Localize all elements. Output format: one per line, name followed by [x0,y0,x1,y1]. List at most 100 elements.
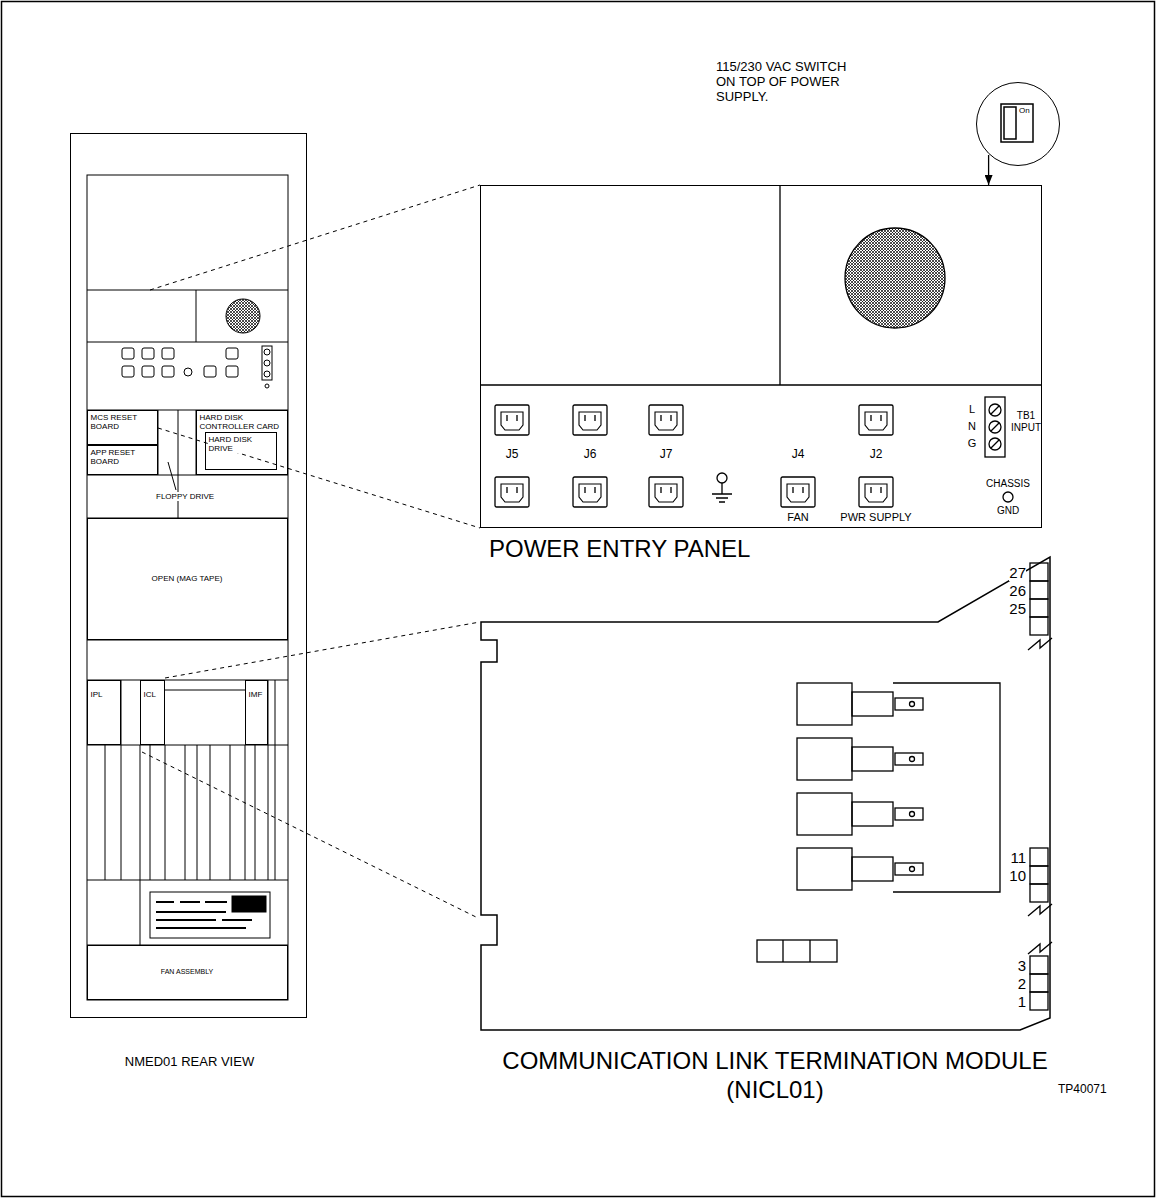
bnc-connector [797,848,923,890]
bnc-connector [797,793,852,835]
pin-number: 2 [1018,975,1026,992]
connector-label: FAN [787,511,808,523]
bnc-connector [852,692,893,716]
node-label: IPL [91,690,103,699]
connector-label: J6 [584,447,597,461]
power-panel-details [573,405,607,435]
switch-icon [1001,104,1033,142]
connector-label: J4 [792,447,805,461]
terminal-label: L [964,403,980,416]
bnc-connector [895,863,923,875]
power-panel-details [781,477,815,507]
rack-details [150,892,270,938]
edge-pins [1030,866,1048,884]
pin-number: 27 [995,564,1026,581]
bnc-connector [910,867,915,872]
drive-box: HARD DISK DRIVE [205,432,277,470]
power-panel-details [859,477,893,507]
figure-number: TP40071 [1058,1082,1107,1096]
heading-text: POWER ENTRY PANEL [489,535,1049,564]
bnc-connector [852,857,893,881]
ground-symbol [717,473,727,483]
bay-box: OPEN (MAG TAPE) [87,518,288,640]
edge-pins [1028,563,1052,1010]
edge-pins [1030,974,1048,992]
pin-number: 26 [1009,582,1026,599]
callout-circle: On [976,82,1060,166]
jumper-block [757,940,837,962]
power-panel-details [649,477,683,507]
terminal-block [985,397,1005,457]
pin-number: 11 [995,849,1026,866]
connector-label: J6 [572,448,608,462]
bnc-connector [910,702,915,707]
node-label: FAN ASSEMBLY [161,968,213,976]
card-box: HARD DISK CONTROLLER CARDHARD DISK DRIVE [196,410,288,475]
bnc-connector [910,757,915,762]
jumper-block [783,940,810,962]
rack-details [87,290,288,945]
bnc-connector [797,738,852,780]
edge-pins [1030,992,1048,1010]
projection-lines [142,752,478,918]
bnc-connector [852,802,893,826]
part-label: FLOPPY DRIVE [156,492,214,501]
terminal-label: N [968,420,976,432]
terminal-label: G [964,437,980,450]
part-label: FLOPPY DRIVE [156,492,226,501]
fan-box: FAN ASSEMBLY [87,945,288,1000]
power-entry-panel: POWER ENTRY PANEL [480,185,1042,528]
power-panel-details [495,405,529,435]
power-panel-details [845,228,945,328]
pin-number: 25 [1009,600,1026,617]
pin-number: 3 [1018,957,1026,974]
rack-details [105,745,275,880]
jumper-block [757,940,837,962]
switch-icon [1004,107,1016,139]
pin-number: 11 [1010,849,1026,866]
board-box: APP RESET BOARD [87,445,158,475]
node-label: HARD DISK CONTROLLER CARD [200,413,284,431]
power-panel-details [859,405,893,435]
edge-pins [1030,848,1048,866]
terminal-label: N [964,420,980,433]
switch-icon [1001,104,1033,142]
node-label: OPEN (MAG TAPE) [152,574,223,583]
node-label: IMF [249,690,263,699]
bnc-connector [797,848,852,890]
pin-number: 10 [995,867,1026,884]
rack-details [140,880,141,945]
rack-details [264,349,270,355]
rack-details [232,896,266,912]
connector-label: J5 [494,448,530,462]
terminal-label: L [969,403,975,415]
callout-arrow [988,155,989,185]
edge-pins [1030,599,1048,617]
rack-details [162,348,174,359]
rack-details [184,368,192,376]
connector-label: PWR SUPPLY [840,511,911,523]
connector-bracket [893,683,1000,892]
bnc-connector [797,738,923,780]
projection-lines [150,185,480,290]
terminal-block [985,397,1005,457]
note-text: 115/230 VAC SWITCH ON TOP OF POWER SUPPL… [716,60,861,105]
terminal-label: TB1 INPUT [1011,410,1041,433]
bnc-connector [895,753,923,765]
edge-pins [1030,956,1048,974]
pin-number: 1 [1018,993,1026,1010]
rack-details [87,175,288,1000]
pin-number: 10 [1009,867,1026,884]
pin-number: 1 [995,993,1026,1010]
edge-pins [1028,638,1052,954]
ground-label: CHASSIS [980,478,1036,490]
module-outline [481,557,1050,1030]
rack-details [226,366,238,377]
projection-lines [158,428,480,528]
rack-details [122,366,134,377]
module-details [757,563,1052,1010]
note-text: 115/230 VAC SWITCH ON TOP OF POWER SUPPL… [716,59,846,104]
module-outline [480,555,1052,1033]
